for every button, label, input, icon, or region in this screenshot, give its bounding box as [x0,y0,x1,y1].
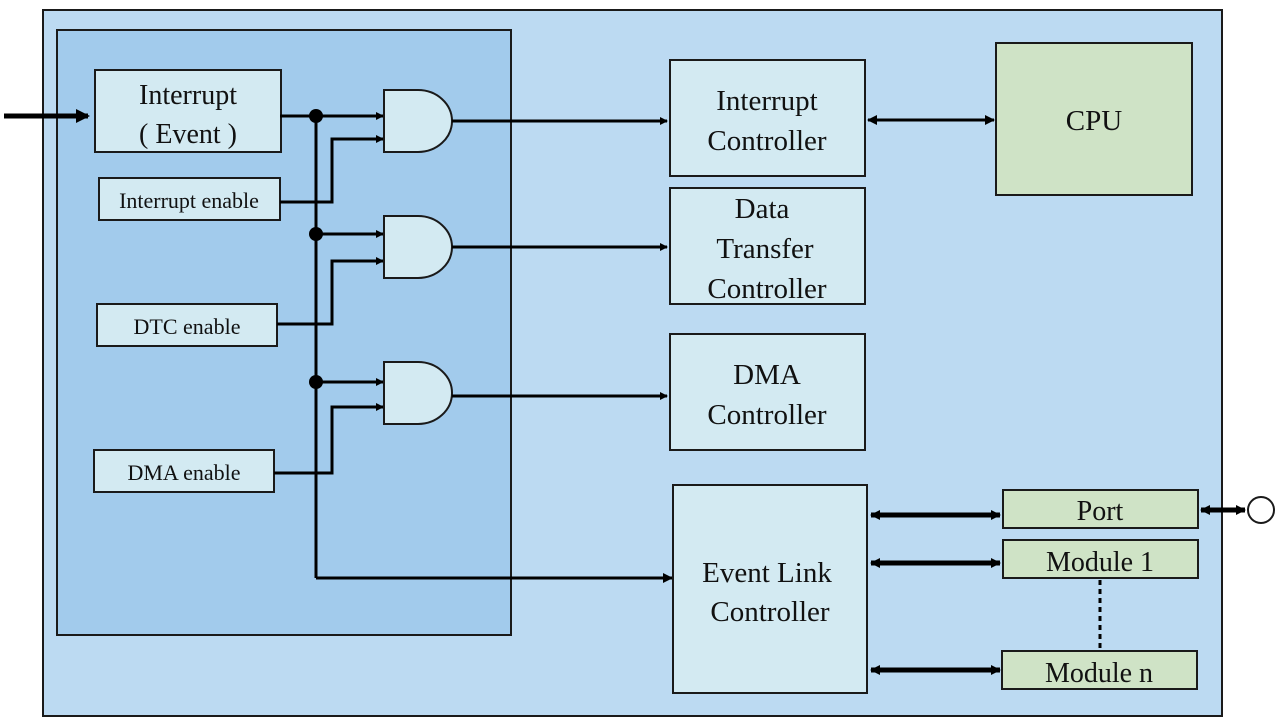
dma-controller-box: DMA Controller [669,333,866,451]
interrupt-controller-label-line2: Controller [707,125,827,157]
elc-label-line2: Controller [710,596,830,628]
dtc-enable-label: DTC enable [134,314,241,339]
module-1-box: Module 1 [1002,539,1199,579]
dtc-label-line2: Transfer [716,233,814,265]
interrupt-event-label-line2: ( Event ) [139,119,237,150]
interrupt-event-box: Interrupt ( Event ) [94,69,282,153]
module-1-label: Module 1 [1046,547,1154,578]
interrupt-event-label-line1: Interrupt [139,80,237,111]
interrupt-controller-label-line1: Interrupt [716,85,817,117]
gate1-enable-input [280,135,384,204]
and-gate-dtc [383,215,453,279]
external-pin-icon [1247,496,1275,524]
cpu-box: CPU [995,42,1193,196]
port-label: Port [1077,496,1124,527]
port-box: Port [1002,489,1199,529]
dma-enable-box: DMA enable [93,449,275,493]
dtc-label-line3: Controller [707,273,827,305]
dtc-label-line1: Data [735,193,790,225]
data-transfer-controller-box: Data Transfer Controller [669,187,866,305]
module-n-box: Module n [1001,650,1198,690]
event-link-controller-box: Event Link Controller [672,484,868,694]
and-gate-dma [383,361,453,425]
gate2-enable-input [277,257,384,326]
cpu-label: CPU [1066,105,1122,137]
and-gate-interrupt [383,89,453,153]
gate3-enable-input [274,403,384,475]
interrupt-enable-label: Interrupt enable [119,188,259,213]
dma-controller-label-line2: Controller [707,399,827,431]
module-n-label: Module n [1045,658,1153,689]
dma-enable-label: DMA enable [127,460,240,485]
interrupt-enable-box: Interrupt enable [98,177,281,221]
interrupt-controller-box: Interrupt Controller [669,59,866,177]
elc-label-line1: Event Link [702,557,832,589]
dtc-enable-box: DTC enable [96,303,278,347]
dma-controller-label-line1: DMA [733,359,801,391]
